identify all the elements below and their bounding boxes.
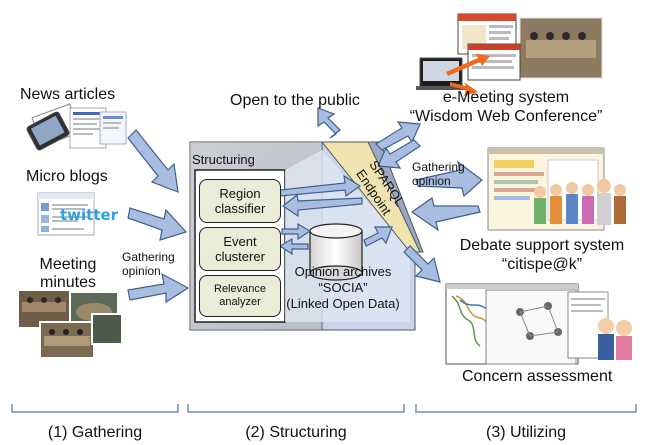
open-to-public-label: Open to the public <box>230 92 360 109</box>
concern-assessment-label: Concern assessment <box>462 368 613 385</box>
arrow-structuring-to-sparql <box>279 174 362 198</box>
arrow-db-to-endpoint <box>363 226 393 247</box>
phase-structuring: (2) Structuring <box>245 424 347 441</box>
arrow-endpoint-to-emeeting <box>375 121 421 151</box>
arrow-to-public <box>317 107 341 139</box>
opinion-archives-label: Opinion archives “SOCIA” (Linked Open Da… <box>268 264 418 312</box>
phase-gathering: (1) Gathering <box>47 424 143 441</box>
relevance-label-2: analyzer <box>219 296 261 308</box>
news-articles-image <box>26 103 127 151</box>
gathering-left-1: Gathering <box>122 250 175 264</box>
arrow-sparql-to-structuring <box>281 193 363 218</box>
debate-label-2: “citispe@k” <box>501 256 583 273</box>
database-cylinder <box>309 223 363 281</box>
micro-blogs-label: Micro blogs <box>26 168 108 185</box>
gathering-right-1: Gathering <box>412 160 465 174</box>
emeeting-images <box>416 13 603 96</box>
emeeting-label-2: “Wisdom Web Conference” <box>409 108 603 125</box>
meeting-label-1: Meeting <box>39 256 97 273</box>
structuring-title: Structuring <box>192 152 255 167</box>
region-label-2: classifier <box>214 201 266 216</box>
gathering-right-2: opinion <box>412 174 451 188</box>
arrow-to-concern <box>403 245 441 283</box>
arrow-modules-to-db <box>281 222 312 241</box>
arrow-blogs-to-structuring <box>127 207 188 241</box>
relevance-label-1: Relevance <box>214 283 266 295</box>
event-label-2: clusterer <box>215 249 265 264</box>
gathering-opinion-label-right: Gathering opinion <box>412 160 465 188</box>
meeting-minutes-label: Meeting minutes <box>28 256 108 292</box>
debate-support-image <box>487 147 626 231</box>
gathering-opinion-label-left: Gathering opinion <box>122 250 175 278</box>
region-label-1: Region <box>219 186 261 201</box>
phase-utilizing: (3) Utilizing <box>485 424 566 441</box>
debate-label-1: Debate support system <box>459 237 625 254</box>
arrow-debate-to-endpoint <box>410 197 481 232</box>
emeeting-label: e-Meeting system “Wisdom Web Conference” <box>386 88 626 126</box>
archive-label-1: Opinion archives <box>294 264 392 279</box>
flow-arrows <box>127 107 483 304</box>
arrow-endpoint-to-debate <box>415 160 483 198</box>
archive-label-2: “SOCIA” <box>318 280 368 295</box>
arrow-emeeting-to-endpoint <box>377 139 421 169</box>
debate-support-label: Debate support system “citispe@k” <box>446 236 638 274</box>
twitter-screenshot <box>37 192 95 236</box>
event-label-1: Event <box>223 234 257 249</box>
twitter-logo: twitter <box>60 206 119 224</box>
meeting-minutes-photos <box>17 289 123 359</box>
arrow-db-to-modules <box>278 237 309 256</box>
news-articles-label: News articles <box>20 86 116 103</box>
gathering-left-2: opinion <box>122 264 161 278</box>
arrow-minutes-to-structuring <box>127 272 190 304</box>
emeeting-label-1: e-Meeting system <box>442 89 570 106</box>
sparql-endpoint-band <box>320 141 421 253</box>
arrow-news-to-structuring <box>127 129 179 193</box>
meeting-label-2: minutes <box>39 274 97 291</box>
phase-braces <box>11 404 637 413</box>
concern-assessment-image <box>445 283 632 365</box>
archive-label-3: (Linked Open Data) <box>286 296 400 311</box>
